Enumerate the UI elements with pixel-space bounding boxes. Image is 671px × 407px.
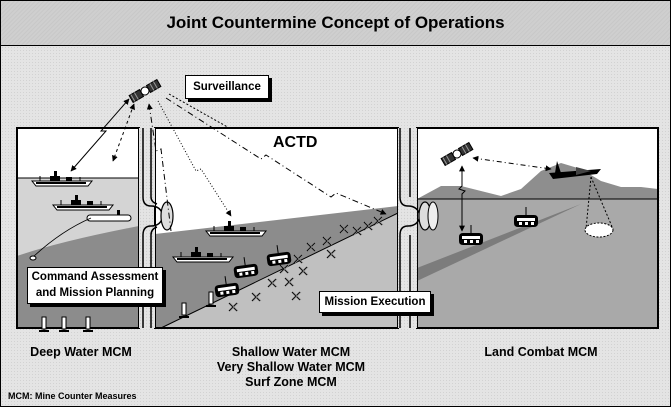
submarine-icon bbox=[29, 210, 132, 261]
command-assessment-line-2: and Mission Planning bbox=[35, 287, 155, 299]
caption-shallow-water: Shallow Water MCM Very Shallow Water MCM… bbox=[191, 345, 391, 390]
caption-line: Surf Zone MCM bbox=[245, 375, 337, 389]
caption-line: Very Shallow Water MCM bbox=[216, 360, 366, 374]
hills bbox=[417, 163, 658, 199]
road bbox=[417, 204, 581, 281]
caption-line: Deep Water MCM bbox=[30, 345, 132, 359]
surveillance-text: Surveillance bbox=[193, 81, 261, 93]
title-bar: Joint Countermine Concept of Operations bbox=[1, 1, 670, 46]
mission-execution-label: Mission Execution bbox=[319, 291, 431, 313]
diagram-title: Joint Countermine Concept of Operations bbox=[166, 13, 505, 32]
command-assessment-label: Command Assessment and Mission Planning bbox=[27, 267, 163, 304]
aircraft-icon bbox=[549, 161, 601, 179]
satellite-icon bbox=[128, 79, 162, 103]
caption-line: Land Combat MCM bbox=[484, 345, 598, 359]
caption-line: Shallow Water MCM bbox=[231, 345, 351, 359]
caption-land-combat: Land Combat MCM bbox=[431, 345, 651, 360]
mission-execution-text: Mission Execution bbox=[324, 296, 426, 308]
command-assessment-line-1: Command Assessment bbox=[31, 271, 159, 283]
footnote: MCM: Mine Counter Measures bbox=[8, 391, 137, 401]
panel-land-combat bbox=[416, 127, 659, 329]
comm-links bbox=[70, 93, 387, 232]
actd-label: ACTD bbox=[273, 134, 318, 151]
surveillance-label: Surveillance bbox=[185, 75, 269, 99]
caption-deep-water: Deep Water MCM bbox=[17, 345, 145, 360]
